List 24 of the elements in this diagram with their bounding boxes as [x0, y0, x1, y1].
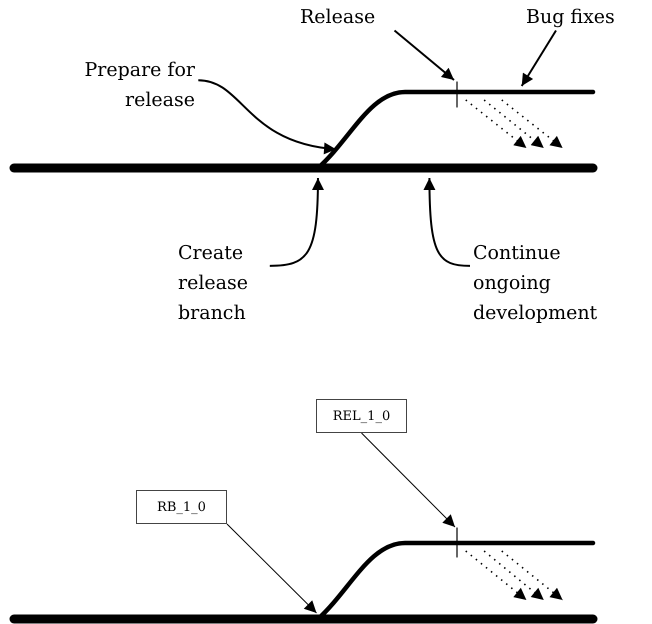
callout-text: Create release branch: [178, 238, 268, 328]
merge-arrow: [465, 550, 527, 601]
tag-label: RB_1_0: [136, 490, 227, 524]
leader-arrow: [270, 178, 324, 267]
callout-text: Bug fixes: [526, 2, 651, 32]
merge-arrow: [484, 550, 544, 601]
release-tick: [456, 81, 458, 108]
leader-arrow: [394, 30, 455, 81]
merge-arrow: [465, 99, 527, 149]
merge-arrow: [484, 99, 544, 149]
leader-arrow: [226, 524, 318, 614]
trunk-line: [10, 164, 598, 172]
merge-arrow: [501, 550, 564, 601]
trunk-line: [10, 614, 598, 624]
leader-arrow: [520, 30, 557, 87]
callout-text: Release: [300, 2, 390, 32]
release-tick: [456, 527, 458, 558]
callout-text: Prepare for release: [30, 55, 195, 115]
merge-arrow: [501, 99, 564, 149]
tag-label: REL_1_0: [316, 399, 407, 433]
leader-arrow: [361, 432, 456, 528]
leader-arrow: [198, 79, 336, 154]
leader-arrow: [424, 178, 470, 267]
callout-text: Continue ongoing development: [473, 238, 623, 328]
